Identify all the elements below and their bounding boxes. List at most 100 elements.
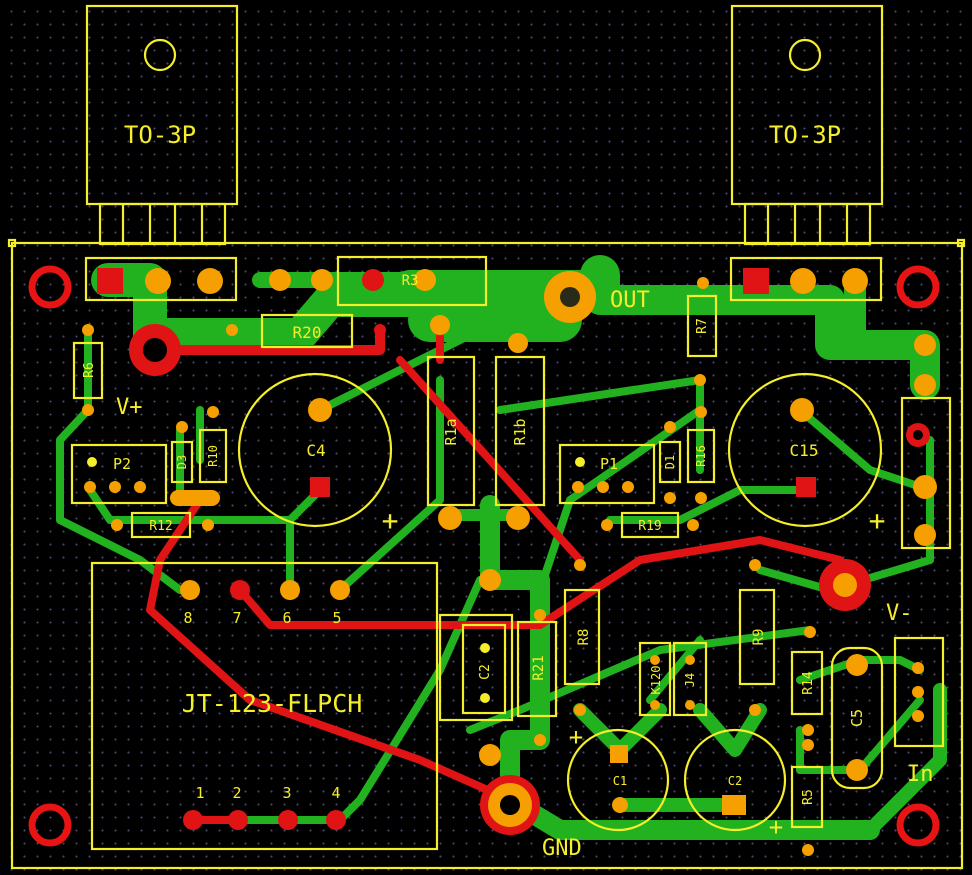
r3-outline xyxy=(336,255,488,307)
c15-outline xyxy=(727,372,883,528)
label-r21: R21 xyxy=(531,655,547,680)
plus-c4: + xyxy=(382,504,399,537)
c1-outline xyxy=(566,728,670,832)
c4-outline xyxy=(237,372,393,528)
trace-r1b-r7 xyxy=(496,376,704,414)
ic-pin xyxy=(228,810,248,830)
p2-outline xyxy=(70,443,168,505)
trace-pin5 xyxy=(336,376,444,594)
label-r8: R8 xyxy=(576,629,592,646)
label-c5: C5 xyxy=(848,709,866,727)
silkscreen-text: R3 R20 R6 R7 R1a R1b C4 C15 P2 P1 D3 R10… xyxy=(82,273,934,861)
trace-red-left-loop xyxy=(146,496,514,804)
label-v-plus: V+ xyxy=(116,395,143,420)
q-footprint-right xyxy=(729,256,883,302)
label-gnd: GND xyxy=(542,836,582,861)
label-d1: D1 xyxy=(663,455,677,469)
ic-pin xyxy=(280,580,300,600)
label-out: OUT xyxy=(610,288,650,313)
ic-outline xyxy=(90,561,439,851)
label-in: In xyxy=(907,762,934,787)
trace-p1-diag xyxy=(536,406,704,594)
vminus-connector-outline xyxy=(900,396,952,550)
r10-outline xyxy=(198,428,228,484)
trace-left-outer xyxy=(56,326,184,594)
ic-pin xyxy=(278,810,298,830)
plus-c2: + xyxy=(769,813,783,841)
j4-outline xyxy=(672,641,708,717)
board-outline xyxy=(10,241,964,870)
mounting-hole xyxy=(896,265,940,309)
trace-red-r1a-r8 xyxy=(396,356,584,564)
trace-red-mid xyxy=(236,536,844,629)
trace-center-bus xyxy=(480,495,550,810)
q-footprint-left xyxy=(84,256,238,302)
label-c15: C15 xyxy=(790,441,819,460)
label-r7: R7 xyxy=(695,318,710,334)
label-r19: R19 xyxy=(638,519,661,534)
r14-outline xyxy=(790,650,824,716)
copper-pour-left-top xyxy=(91,263,437,352)
trace-red-r20 xyxy=(150,325,385,355)
d3-outline xyxy=(170,440,194,484)
c2-small-outer xyxy=(438,613,514,722)
r9-outline xyxy=(738,588,776,686)
label-k120: K120 xyxy=(649,666,663,695)
r19-outline xyxy=(620,511,680,539)
ic-pin-label: 2 xyxy=(232,784,241,802)
label-r3: R3 xyxy=(402,273,419,289)
trace-c2 xyxy=(693,703,767,757)
ic-pin xyxy=(183,810,203,830)
r6-outline xyxy=(72,341,104,400)
ic-pin-label: 4 xyxy=(331,784,340,802)
silkscreen-layer: TO-3P TO-3P xyxy=(7,4,966,870)
label-c4: C4 xyxy=(306,441,325,460)
r21-outline xyxy=(516,620,558,718)
in-connector-outline xyxy=(893,636,945,748)
ic-pin xyxy=(180,580,200,600)
label-r1a: R1a xyxy=(442,418,460,445)
mounting-hole xyxy=(896,803,940,847)
label-p1: P1 xyxy=(600,455,618,473)
ic-pin-label: 7 xyxy=(232,609,241,627)
label-r6: R6 xyxy=(82,362,97,378)
corner-marker xyxy=(7,238,17,248)
top-copper-layer xyxy=(146,316,844,824)
r12-outline xyxy=(130,511,192,539)
ic-pin-label: 5 xyxy=(332,609,341,627)
c2-small-inner xyxy=(461,623,507,715)
ic-pin xyxy=(330,580,350,600)
plus-c1: + xyxy=(569,723,583,751)
label-p2: P2 xyxy=(113,455,131,473)
r7-outline xyxy=(686,294,718,358)
pad-square xyxy=(97,268,123,294)
package-label-right: TO-3P xyxy=(769,121,841,149)
label-d3: D3 xyxy=(175,455,189,469)
r20-outline xyxy=(260,313,354,349)
ic-pin-label: 6 xyxy=(282,609,291,627)
d1-outline xyxy=(658,440,682,484)
label-c2: C2 xyxy=(728,774,742,788)
label-r20: R20 xyxy=(293,323,322,342)
ic-pin-label: 3 xyxy=(282,784,291,802)
to3p-package-right: TO-3P xyxy=(730,4,884,246)
trace-c4-r1 xyxy=(316,326,524,414)
to3p-package-left: TO-3P xyxy=(85,4,239,246)
mounting-hole xyxy=(28,265,72,309)
r5-outline xyxy=(790,765,824,829)
label-r9: R9 xyxy=(751,629,767,646)
r16-outline xyxy=(686,428,716,484)
c5-outline xyxy=(830,646,884,790)
ic-pin xyxy=(230,580,250,600)
mounting-hole xyxy=(28,803,72,847)
ic-label: JT-123-FLPCH xyxy=(182,689,363,718)
label-r10: R10 xyxy=(206,445,220,467)
label-r1b: R1b xyxy=(511,418,529,445)
mounting-holes xyxy=(28,265,940,847)
p1-outline xyxy=(558,443,656,505)
label-r14: R14 xyxy=(801,671,816,695)
ic-pin-label: 8 xyxy=(183,609,192,627)
r1b-outline xyxy=(494,355,546,507)
corner-marker xyxy=(956,238,966,248)
